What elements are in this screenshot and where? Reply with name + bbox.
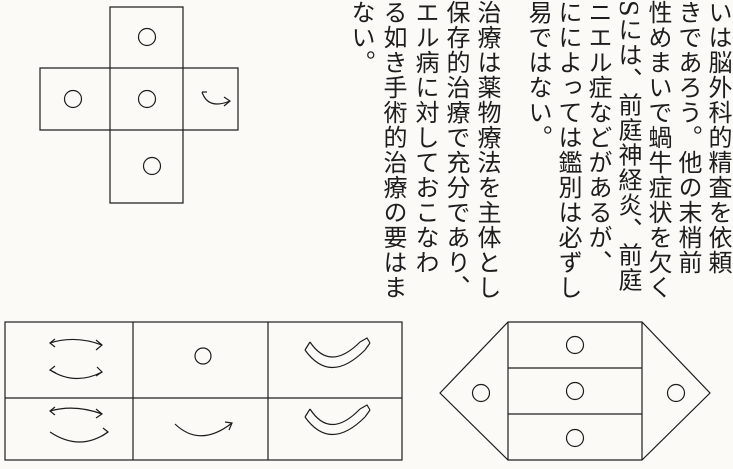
text-column: にによっては鑑別は必ずし: [554, 0, 582, 300]
hexagon-right-circle: [666, 383, 686, 403]
text-column: 易ではない。: [524, 0, 552, 150]
cross-top-circle: [137, 27, 157, 47]
text-column: 保存的治療で充分であり、: [442, 0, 470, 300]
text-column: Sには、前庭神経炎、前庭: [614, 0, 642, 293]
opposing-curved-arrows-icon: [49, 406, 110, 443]
cross-left-circle: [63, 89, 83, 109]
hexagon-figure: [439, 321, 711, 461]
text-column: る如き手術的治療の要はま: [379, 0, 407, 300]
double-curved-arrow-icon: [304, 404, 371, 436]
text-column: エル病に対しておこなわ: [411, 0, 439, 275]
double-curved-arrow-icon: [304, 337, 371, 369]
hexagon-center-circle: [565, 381, 585, 401]
curved-arrow-icon: [201, 91, 232, 107]
hexagon-top-circle: [565, 335, 585, 355]
text-column: いは脳外科的精査を依頼: [704, 0, 732, 275]
opposing-curved-arrows-icon: [48, 338, 103, 380]
grid-circle: [194, 347, 212, 365]
text-column: きであろう。他の末梢前: [674, 0, 702, 275]
cross-net-figure: [39, 6, 239, 204]
curved-arrow-icon: [174, 421, 233, 437]
text-column: ない。: [347, 0, 375, 75]
text-column: ニエル症などがあるが、: [584, 0, 612, 275]
cross-center-circle: [137, 89, 157, 109]
hexagon-left-circle: [471, 383, 491, 403]
hexagon-bottom-circle: [565, 428, 585, 448]
text-column: 性めまいで蝸牛症状を欠く: [644, 0, 672, 300]
cross-bottom-circle: [142, 156, 162, 176]
text-column: 治療は薬物療法を主体とし: [473, 0, 501, 300]
grid-figure: [4, 321, 403, 461]
